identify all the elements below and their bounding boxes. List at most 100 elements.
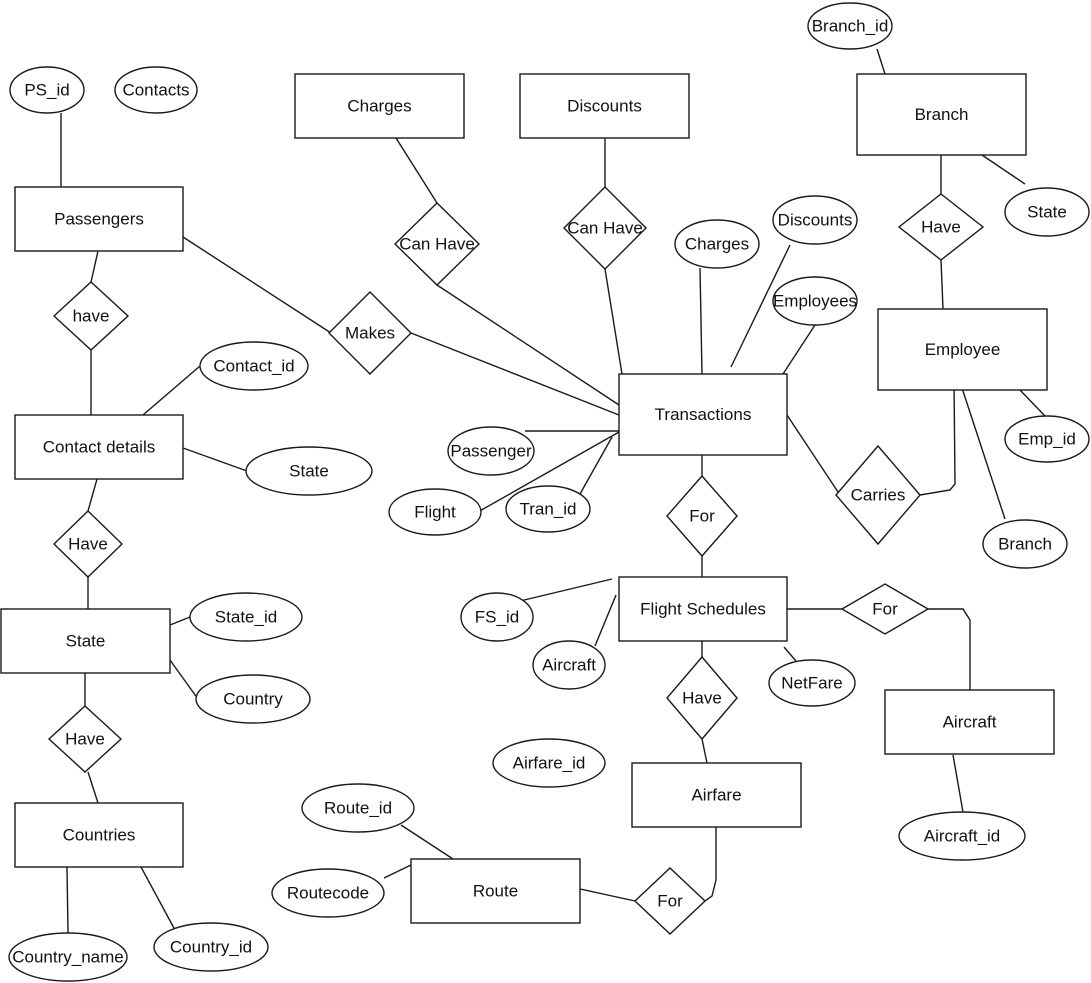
connector-15 — [410, 332, 620, 416]
country-name-label: Country_name — [12, 948, 124, 967]
relationship-carries[interactable]: Carries — [835, 444, 921, 546]
state-country-label: Country — [223, 690, 283, 709]
connector-42 — [701, 738, 708, 764]
attribute-tr-discounts[interactable]: Discounts — [772, 195, 858, 245]
for-schedules-aircraft-label: For — [872, 600, 898, 619]
attribute-tr-employees[interactable]: Employees — [772, 276, 858, 326]
relationship-for-transactions-schedules[interactable]: For — [666, 474, 738, 558]
attribute-emp-branch[interactable]: Branch — [982, 519, 1068, 569]
attribute-country-id[interactable]: Country_id — [153, 922, 269, 972]
aircraft-label: Aircraft — [943, 713, 997, 732]
connector-13 — [140, 866, 176, 931]
connector-12 — [66, 866, 69, 934]
connector-43 — [952, 754, 964, 813]
connector-32 — [961, 387, 1006, 520]
attribute-state-id[interactable]: State_id — [189, 592, 303, 642]
attribute-tr-flight[interactable]: Flight — [388, 488, 482, 536]
entity-transactions[interactable]: Transactions — [618, 373, 788, 456]
fs-id-label: FS_id — [475, 608, 519, 627]
routecode-label: Routecode — [287, 884, 369, 903]
entity-charges[interactable]: Charges — [294, 73, 465, 139]
flight-schedules-label: Flight Schedules — [640, 600, 766, 619]
connector-11 — [87, 771, 99, 804]
attribute-routecode[interactable]: Routecode — [271, 868, 385, 918]
entity-countries[interactable]: Countries — [14, 802, 184, 868]
attribute-branch-state[interactable]: State — [1004, 187, 1090, 237]
relationship-have-passengers-contact[interactable]: have — [52, 281, 130, 351]
attribute-aircraft-id[interactable]: Aircraft_id — [898, 811, 1026, 861]
connector-4 — [142, 365, 201, 416]
connector-47 — [704, 827, 717, 902]
relationship-have-contact-state[interactable]: Have — [52, 510, 124, 578]
attribute-fs-aircraft[interactable]: Aircraft — [532, 640, 606, 690]
connector-45 — [383, 864, 412, 879]
attribute-contacts[interactable]: Contacts — [114, 66, 198, 114]
branch-id-label: Branch_id — [812, 17, 889, 36]
attribute-route-id[interactable]: Route_id — [301, 783, 415, 833]
countries-label: Countries — [63, 826, 136, 845]
connector-28 — [477, 431, 620, 513]
relationship-for-route-airfare[interactable]: For — [633, 867, 707, 935]
connector-16 — [395, 137, 438, 204]
entity-passengers[interactable]: Passengers — [14, 186, 184, 252]
employee-label: Employee — [925, 340, 1001, 359]
attribute-country-name[interactable]: Country_name — [8, 932, 128, 982]
have-schedules-airfare-label: Have — [682, 689, 722, 708]
have-state-countries-label: Have — [65, 730, 105, 749]
attribute-tr-charges[interactable]: Charges — [674, 219, 760, 269]
attribute-fs-id[interactable]: FS_id — [460, 592, 534, 642]
relationship-have-state-countries[interactable]: Have — [47, 705, 123, 773]
connector-25 — [730, 244, 791, 368]
relationship-makes[interactable]: Makes — [328, 291, 412, 375]
connector-29 — [579, 436, 613, 495]
have-branch-employee-label: Have — [921, 218, 961, 237]
relationship-can-have-discounts[interactable]: Can Have — [563, 186, 647, 270]
attribute-netfare[interactable]: NetFare — [768, 659, 856, 707]
attribute-state-country[interactable]: Country — [195, 674, 311, 724]
connector-6 — [87, 478, 98, 512]
have-contact-state-label: Have — [68, 535, 108, 554]
entity-airfare[interactable]: Airfare — [631, 762, 802, 828]
entity-discounts[interactable]: Discounts — [519, 73, 690, 139]
connector-21 — [981, 154, 1026, 185]
tr-flight-label: Flight — [414, 503, 456, 522]
relationship-have-branch-employee[interactable]: Have — [897, 193, 985, 261]
attribute-tran-id[interactable]: Tran_id — [505, 485, 591, 533]
aircraft-id-label: Aircraft_id — [924, 827, 1001, 846]
airfare-id-label: Airfare_id — [513, 754, 586, 773]
entity-route[interactable]: Route — [410, 858, 581, 924]
contact-id-label: Contact_id — [213, 357, 294, 376]
entity-aircraft[interactable]: Aircraft — [884, 689, 1055, 755]
connector-31 — [919, 379, 956, 496]
can-have-charges-label: Can Have — [399, 235, 475, 254]
emp-branch-label: Branch — [998, 535, 1052, 554]
relationship-have-schedules-airfare[interactable]: Have — [666, 655, 738, 741]
connector-lines — [60, 48, 1046, 934]
contact-state-label: State — [289, 462, 329, 481]
entity-employee[interactable]: Employee — [877, 308, 1048, 391]
attribute-emp-id[interactable]: Emp_id — [1004, 415, 1090, 463]
attribute-ps-id[interactable]: PS_id — [9, 66, 85, 114]
attribute-airfare-id[interactable]: Airfare_id — [492, 738, 606, 788]
relationship-for-schedules-aircraft[interactable]: For — [840, 583, 930, 635]
connector-17 — [436, 284, 620, 406]
can-have-discounts-label: Can Have — [567, 219, 643, 238]
connector-20 — [876, 48, 886, 75]
connector-9 — [169, 659, 199, 700]
route-id-label: Route_id — [324, 799, 392, 818]
branch-label: Branch — [915, 105, 969, 124]
entity-contact-details[interactable]: Contact details — [14, 414, 184, 480]
attribute-contact-state[interactable]: State — [245, 446, 373, 496]
attribute-contact-id[interactable]: Contact_id — [199, 341, 309, 391]
entity-state[interactable]: State — [0, 608, 171, 674]
entity-branch[interactable]: Branch — [856, 73, 1027, 156]
attribute-branch-id[interactable]: Branch_id — [807, 2, 893, 50]
contacts-label: Contacts — [122, 81, 189, 100]
connector-30 — [786, 414, 841, 496]
attribute-tr-passenger[interactable]: Passenger — [447, 426, 535, 476]
have-passengers-contact-label: have — [73, 307, 110, 326]
relationship-can-have-charges[interactable]: Can Have — [393, 202, 481, 286]
entity-flight-schedules[interactable]: Flight Schedules — [618, 576, 788, 642]
